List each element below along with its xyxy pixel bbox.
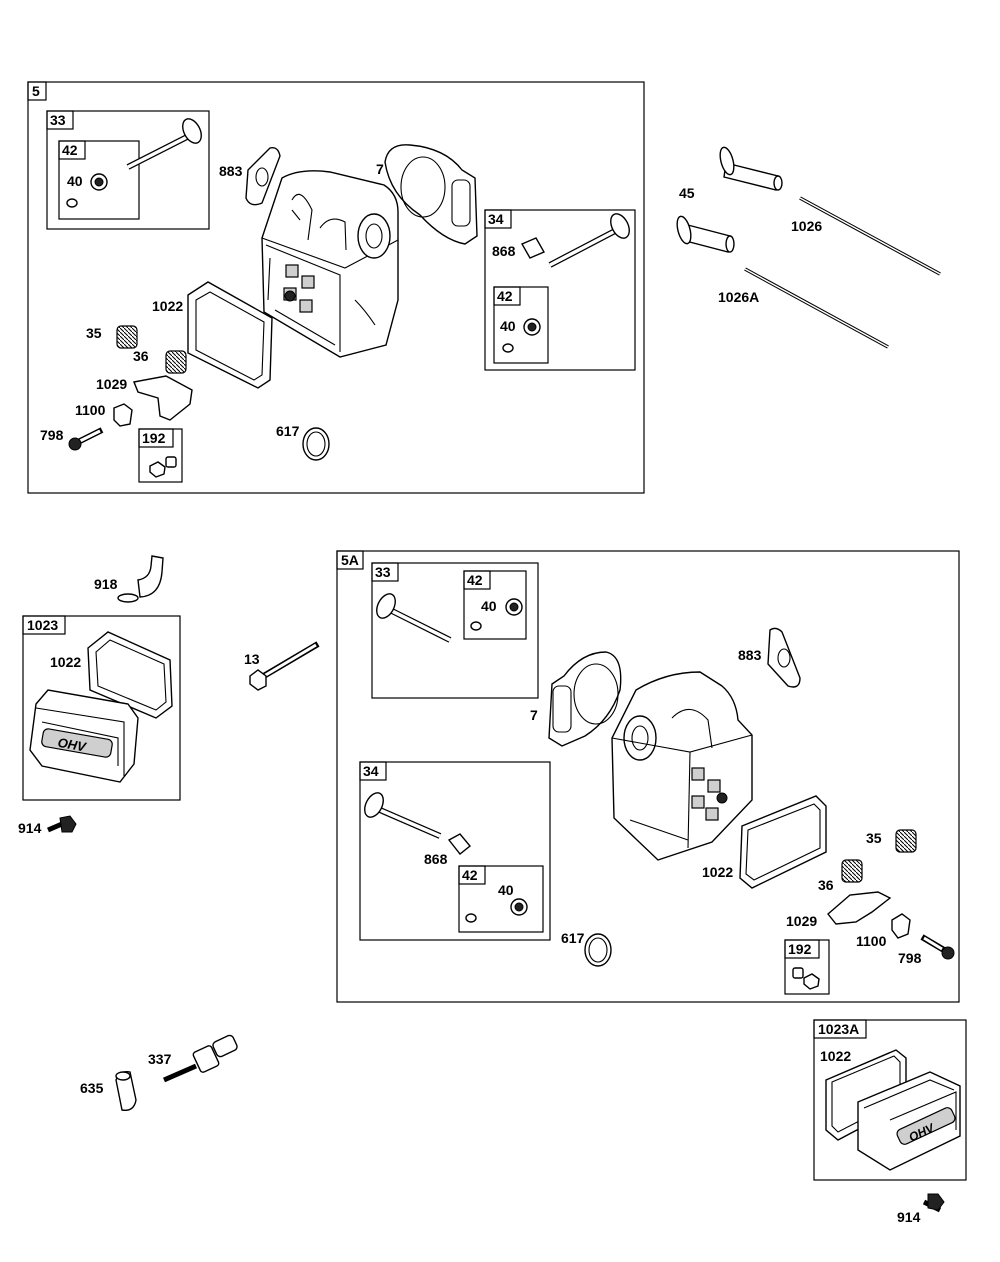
kit-33-tag: 33 xyxy=(50,112,66,128)
label-337: 337 xyxy=(148,1051,172,1067)
kit-34-tag: 34 xyxy=(488,211,504,227)
label-a1029: 1029 xyxy=(786,913,817,929)
rocker-cover-gasket-1022a xyxy=(739,795,827,889)
kit-33a-tag: 33 xyxy=(375,564,391,580)
label-7: 7 xyxy=(376,161,384,177)
label-36: 36 xyxy=(133,348,149,364)
label-635: 635 xyxy=(80,1080,104,1096)
label-a1100: 1100 xyxy=(856,933,887,949)
kit-1023-tag: 1023 xyxy=(27,617,58,633)
label-868: 868 xyxy=(492,243,516,259)
valve-33a xyxy=(376,593,452,643)
rocker-cover-1023a: OHV xyxy=(857,1071,961,1171)
label-a617: 617 xyxy=(561,930,585,946)
valve-guide-868a xyxy=(447,833,471,855)
valve-spring-36a xyxy=(841,859,863,883)
spark-plug-337 xyxy=(162,1034,238,1083)
spark-plug-boot-635 xyxy=(115,1070,137,1111)
label-a40: 40 xyxy=(481,598,497,614)
cylinder-head-5a xyxy=(611,671,753,861)
label-a36: 36 xyxy=(818,877,834,893)
label-a35: 35 xyxy=(866,830,882,846)
kit-34a-box xyxy=(359,761,551,941)
valve-guide-868 xyxy=(521,237,545,259)
kit-1023a: 1023A 1022 OHV 914 xyxy=(813,1019,967,1225)
rocker-guide-1100a xyxy=(891,913,911,939)
kit-192a-tag: 192 xyxy=(788,941,812,957)
tappet-upper xyxy=(719,146,783,191)
rocker-stud-798 xyxy=(68,427,104,451)
label-798: 798 xyxy=(40,427,64,443)
kit-42ab-tag: 42 xyxy=(462,867,478,883)
label-a798: 798 xyxy=(898,950,922,966)
valve-33 xyxy=(126,118,202,170)
cylinder-head xyxy=(261,170,399,358)
intake-gasket-883a xyxy=(767,627,801,688)
spark-plug-group: 337 635 xyxy=(80,1034,238,1111)
valve-spring-35 xyxy=(116,325,138,349)
label-1100: 1100 xyxy=(75,402,106,418)
cover-screw-914 xyxy=(47,815,77,833)
label-a1022d: 1022 xyxy=(820,1048,851,1064)
valve-spring-36 xyxy=(165,350,187,374)
breather-tube-918 xyxy=(137,555,164,598)
head-gasket-7 xyxy=(384,144,478,245)
label-914: 914 xyxy=(18,820,42,836)
label-1026: 1026 xyxy=(791,218,822,234)
group-5-panel: 5 33 42 40 883 7 xyxy=(27,81,645,494)
kit-42-tag: 42 xyxy=(62,142,78,158)
label-a1022: 1022 xyxy=(702,864,733,880)
valve-spring-35a xyxy=(895,829,917,853)
left-middle-parts: 918 1023 1022 OHV 914 13 xyxy=(18,555,320,836)
label-a868: 868 xyxy=(424,851,448,867)
label-40: 40 xyxy=(67,173,83,189)
head-gasket-7a xyxy=(548,651,622,747)
rocker-cover-1023: OHV xyxy=(29,689,139,783)
rocker-arm-1029 xyxy=(133,375,193,421)
kit-42a-tag: 42 xyxy=(467,572,483,588)
label-40b: 40 xyxy=(500,318,516,334)
kit-33a-box xyxy=(371,562,539,699)
label-1029: 1029 xyxy=(96,376,127,392)
rocker-stud-798a xyxy=(920,934,955,960)
label-918: 918 xyxy=(94,576,118,592)
label-617: 617 xyxy=(276,423,300,439)
kit-42b-tag: 42 xyxy=(497,288,513,304)
kit-1023a-tag: 1023A xyxy=(818,1021,859,1037)
label-1022c: 1022 xyxy=(50,654,81,670)
rocker-cover-gasket-1022 xyxy=(187,281,273,389)
group-5a-tag: 5A xyxy=(341,552,359,568)
gasket-1022-cover xyxy=(87,631,173,719)
label-35: 35 xyxy=(86,325,102,341)
kit-1023-box xyxy=(22,615,181,801)
valve-34a xyxy=(364,792,442,839)
kit-33-box xyxy=(46,110,210,230)
label-a40b: 40 xyxy=(498,882,514,898)
label-1026a: 1026A xyxy=(718,289,759,305)
group-5a-panel: 5A 33 42 40 883 7 xyxy=(336,550,960,1003)
label-13: 13 xyxy=(244,651,260,667)
intake-gasket-883 xyxy=(245,146,281,206)
kit-34a-tag: 34 xyxy=(363,763,379,779)
group-5-tag: 5 xyxy=(32,83,40,99)
kit-1023a-box xyxy=(813,1019,967,1181)
label-a7: 7 xyxy=(530,707,538,723)
valve-34 xyxy=(548,213,630,268)
head-bolt-13 xyxy=(249,641,320,691)
cover-screw-914a xyxy=(922,1193,945,1213)
tappets-pushrods: 45 1026 1026A xyxy=(676,146,941,349)
kit-34-box xyxy=(484,209,636,371)
cover-logo-text: OHV xyxy=(57,735,89,755)
rocker-guide-1100 xyxy=(113,403,133,427)
label-883: 883 xyxy=(219,163,243,179)
rocker-arm-1029a xyxy=(827,891,892,925)
tappet-lower xyxy=(676,215,735,253)
label-a883: 883 xyxy=(738,647,762,663)
label-45: 45 xyxy=(679,185,695,201)
label-1022: 1022 xyxy=(152,298,183,314)
valve-keeper xyxy=(66,198,78,208)
label-a914: 914 xyxy=(897,1209,921,1225)
kit-192-tag: 192 xyxy=(142,430,166,446)
